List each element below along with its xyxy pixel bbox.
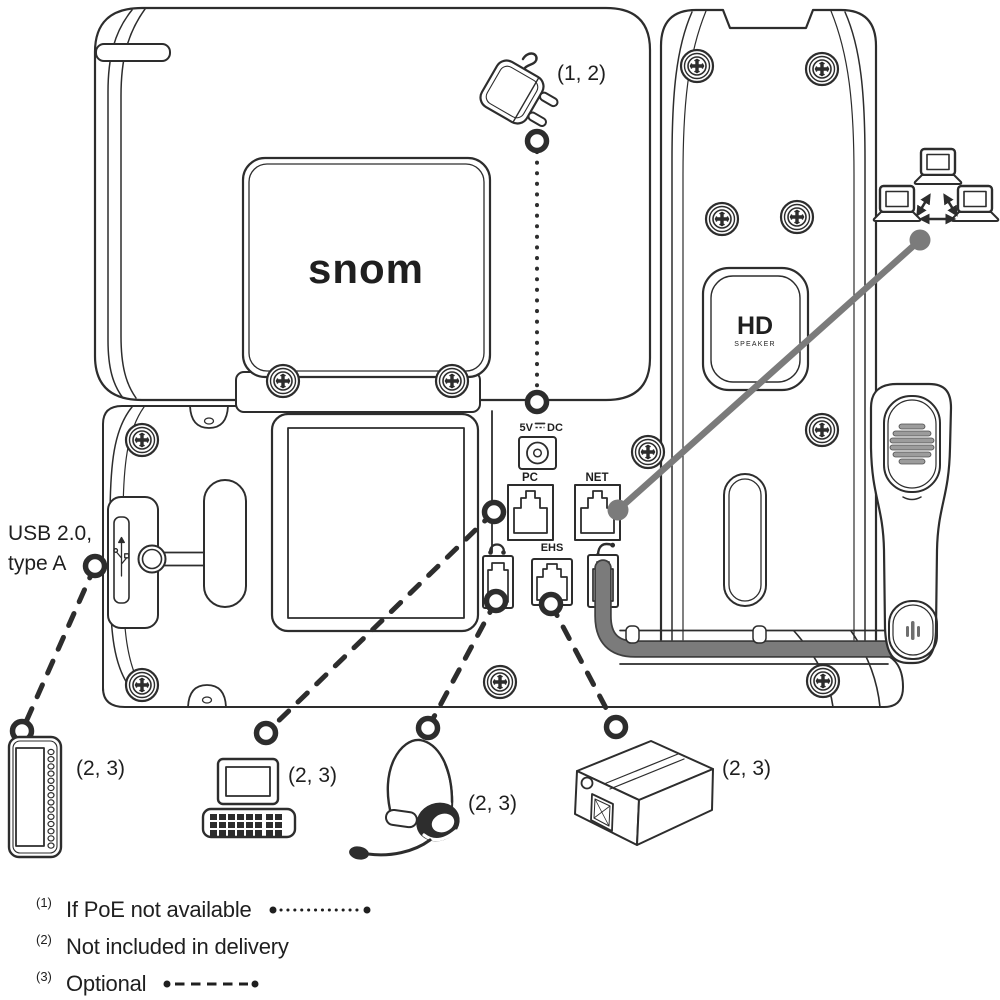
- usb-icon: [113, 536, 130, 577]
- dashed-line-ehs: [542, 595, 626, 737]
- pc-port: PC: [507, 472, 554, 541]
- expansion-module-label: (2, 3): [76, 757, 125, 780]
- handset: [869, 382, 953, 665]
- snom-logo: snom: [308, 245, 424, 292]
- hd-speaker-subtitle: SPEAKER: [734, 341, 775, 348]
- net-cable-line: [607, 229, 931, 521]
- legend-marker: (3): [36, 969, 52, 984]
- cable-guide-top: [189, 405, 229, 429]
- computer-icon: [201, 757, 297, 839]
- footstand-recess: [270, 412, 480, 633]
- legend-text: If PoE not available: [66, 896, 252, 922]
- handset-cable: [594, 559, 899, 665]
- dc-port: 5V DC: [518, 422, 563, 470]
- pc-port-label: PC: [522, 472, 538, 484]
- svg-text:type A: type A: [8, 552, 66, 575]
- legend-item-optional: (3) Optional: [36, 965, 373, 1000]
- net-port-label: NET: [586, 472, 609, 484]
- dashed-line-pc: [257, 503, 504, 743]
- dc-port-label-prefix: 5V: [520, 422, 534, 434]
- headset-label: (2, 3): [468, 792, 517, 815]
- usb-port: [107, 496, 159, 629]
- screw-icon: [265, 363, 301, 399]
- legend-marker: (1): [36, 895, 52, 910]
- dashed-line-usb: [13, 557, 105, 741]
- microphone-icon: [906, 621, 920, 640]
- headset-port: [482, 543, 514, 609]
- legend-text: Optional: [66, 970, 147, 996]
- legend-dashed-line-sample: [163, 980, 259, 987]
- svg-text:USB 2.0,: USB 2.0,: [8, 522, 92, 545]
- cable-guide-bottom: [187, 684, 227, 708]
- handset-port: [587, 542, 619, 608]
- legend-item-not-included: (2) Not included in delivery: [36, 928, 373, 965]
- dashed-line-headset: [419, 592, 506, 738]
- footstand-plate: snom: [235, 156, 492, 413]
- wall-mount-slot: [723, 473, 767, 607]
- ehs-port: EHS: [531, 542, 573, 606]
- dc-port-label-suffix: DC: [547, 422, 563, 434]
- legend-dotted-line-sample: [269, 906, 371, 913]
- speaker-grille-icon: [889, 423, 935, 465]
- power-adapter-label: (1, 2): [557, 62, 606, 85]
- dc-symbol-icon: [534, 422, 546, 429]
- keyboard-keys: [210, 814, 282, 836]
- hd-speaker-title: HD: [737, 312, 773, 340]
- net-port: NET: [574, 472, 621, 541]
- poe-injector-icon: [574, 740, 714, 846]
- headset-icon: [349, 738, 460, 860]
- legend-marker: (2): [36, 932, 52, 947]
- poe-injector-label: (2, 3): [722, 757, 771, 780]
- phone-right-back-panel: HD SPEAKER: [659, 8, 878, 657]
- usb-label: USB 2.0, type A: [8, 522, 92, 575]
- screw-icon: [434, 363, 470, 399]
- keyhole-slot: [137, 479, 247, 608]
- computer-label: (2, 3): [288, 764, 337, 787]
- expansion-module-icon: [7, 735, 63, 859]
- network-icon: [872, 147, 1000, 225]
- phone-lower-back-panel: [102, 405, 904, 708]
- handset-microphone: [888, 600, 938, 660]
- handset-earpiece: [883, 395, 941, 501]
- ehs-port-label: EHS: [541, 542, 564, 554]
- legend-text: Not included in delivery: [66, 933, 289, 959]
- hookswitch-tab: [95, 43, 171, 62]
- legend: (1) If PoE not available (2) Not include…: [36, 891, 373, 1000]
- legend-item-poe: (1) If PoE not available: [36, 891, 373, 928]
- hd-speaker-badge: HD SPEAKER: [701, 266, 810, 392]
- power-adapter-icon: [479, 52, 559, 128]
- headset-jack-icon: [488, 543, 506, 555]
